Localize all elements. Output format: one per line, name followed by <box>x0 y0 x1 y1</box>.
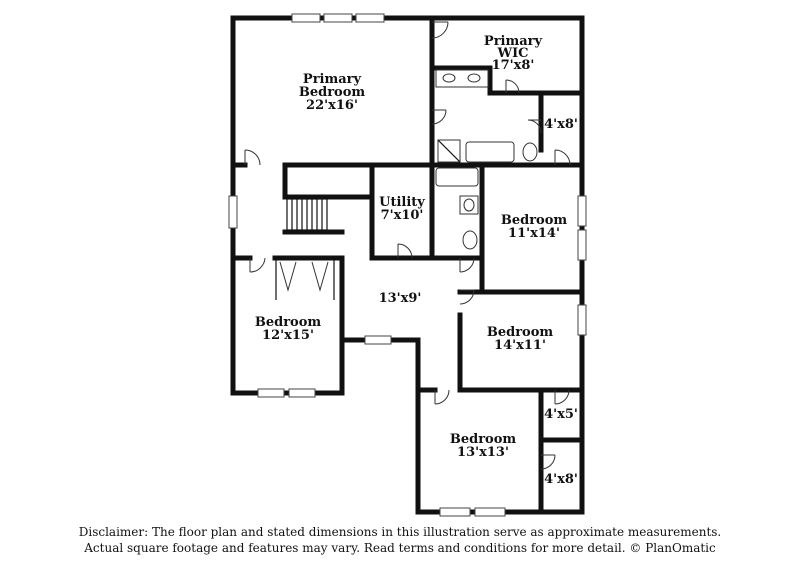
closet-4x8-top-dims: 4'x8' <box>544 117 578 132</box>
bedroom-13x13-label: Bedroom <box>450 432 517 447</box>
closet-4x5-dims: 4'x5' <box>544 407 578 422</box>
utility-label: Utility <box>379 195 425 210</box>
disclaimer-line-2: Actual square footage and features may v… <box>84 541 716 555</box>
interior-walls <box>230 15 585 515</box>
bedroom-11x14-label: Bedroom <box>501 213 568 228</box>
bedroom-12x15-label: Bedroom <box>255 315 322 330</box>
primary-wic-dims: 17'x8' <box>492 58 535 73</box>
utility-dims: 7'x10' <box>381 208 424 223</box>
bedroom-14x11-label: Bedroom <box>487 325 554 340</box>
windows <box>228 13 587 517</box>
primary-bedroom-dims: 22'x16' <box>306 98 358 113</box>
primary-bedroom-label: Primary <box>303 72 362 87</box>
staircase <box>286 198 328 231</box>
bedroom-11x14-dims: 11'x14' <box>508 226 560 241</box>
primary-wic-label: Primary <box>484 34 543 49</box>
primary-bedroom-label-2: Bedroom <box>299 85 366 100</box>
hall-dims: 13'x9' <box>379 291 422 306</box>
closet-4x8-bottom-dims: 4'x8' <box>544 472 578 487</box>
doors <box>244 21 571 470</box>
bedroom-14x11-dims: 14'x11' <box>494 338 546 353</box>
disclaimer-line-1: Disclaimer: The floor plan and stated di… <box>78 525 722 539</box>
disclaimer: Disclaimer: The floor plan and stated di… <box>0 524 800 556</box>
room-labels: Primary Bedroom 22'x16' Primary WIC 17'x… <box>255 34 578 487</box>
bedroom-12x15-dims: 12'x15' <box>262 328 314 343</box>
bath-fixtures <box>435 69 538 250</box>
bedroom-13x13-dims: 13'x13' <box>457 445 509 460</box>
primary-wic-label-2: WIC <box>496 46 528 61</box>
